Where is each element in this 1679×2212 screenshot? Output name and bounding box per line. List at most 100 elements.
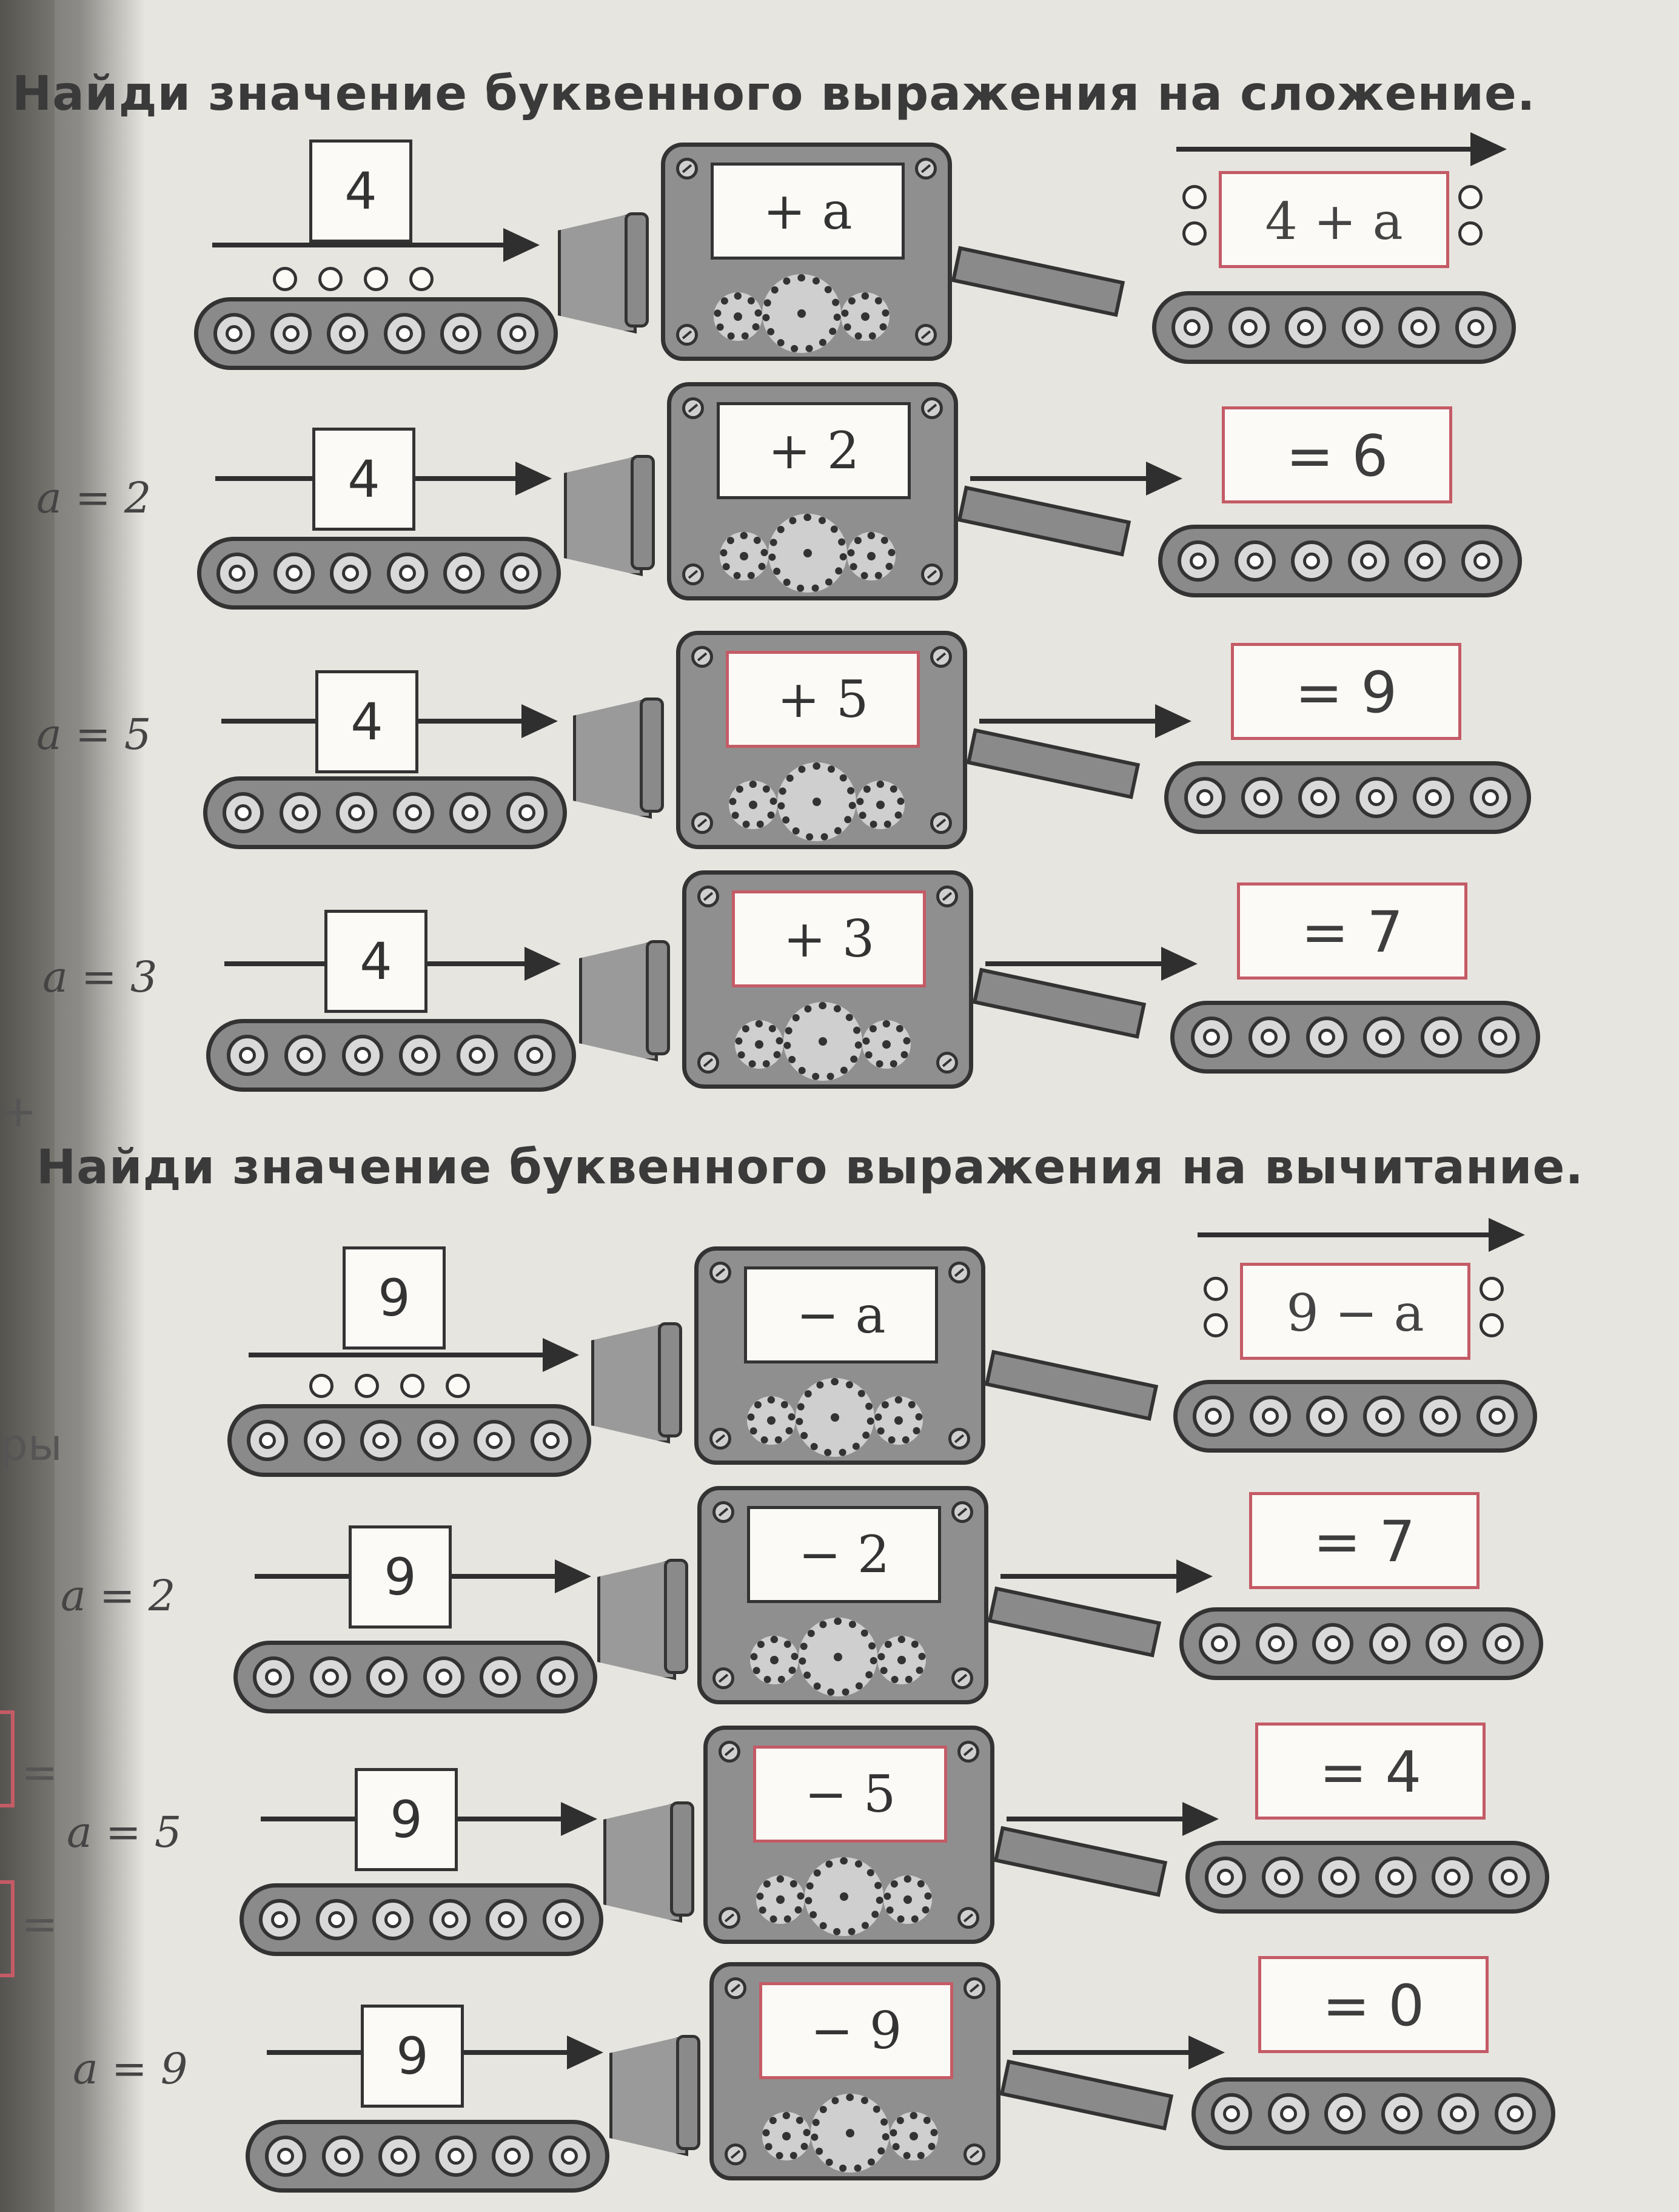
conveyor-arrow-head xyxy=(567,2036,603,2069)
gear-icon xyxy=(777,762,856,841)
wheel xyxy=(440,313,482,354)
wheel xyxy=(1461,540,1503,582)
dot xyxy=(1182,221,1207,246)
output-arrow xyxy=(1007,1817,1188,1821)
dot xyxy=(1480,1277,1504,1301)
output-chute xyxy=(957,485,1131,557)
output-chute xyxy=(984,1350,1159,1421)
wheel xyxy=(1398,307,1440,348)
calculation-machine: − 9 xyxy=(709,1962,1000,2180)
screw xyxy=(930,646,952,668)
machine-pipe xyxy=(646,940,670,1055)
exercise-row: a = 2 4 + 2 = 6 xyxy=(0,376,1679,619)
wheel xyxy=(548,2136,590,2177)
exercise-row: a = 5 9 − 5 = 4 xyxy=(0,1710,1679,1956)
wheel xyxy=(226,1035,268,1076)
output-arrow-head xyxy=(1188,2036,1225,2069)
wheel xyxy=(1178,540,1219,582)
wheel xyxy=(1205,1857,1247,1898)
wheel xyxy=(1306,1396,1348,1437)
operation-box: − 2 xyxy=(747,1506,941,1603)
screw xyxy=(691,812,713,834)
conveyor-arrow-head xyxy=(515,462,552,496)
conveyor-track xyxy=(1164,761,1531,834)
answer-box: = 7 xyxy=(1237,882,1467,980)
input-box: 9 xyxy=(343,1246,446,1350)
wheel xyxy=(265,2136,307,2177)
margin-mark-equals: = xyxy=(21,1747,58,1798)
conveyor-arrow xyxy=(212,243,503,247)
wheel xyxy=(1494,2093,1536,2134)
wheel xyxy=(1355,777,1397,818)
wheel xyxy=(383,313,425,354)
operation-box: + 5 xyxy=(726,651,920,748)
screw xyxy=(936,1052,958,1074)
wheel xyxy=(216,553,258,594)
conveyor-track xyxy=(197,537,561,610)
output-expression-box: 4 + a xyxy=(1219,171,1449,268)
conveyor-track xyxy=(1185,1841,1549,1914)
margin-bracket xyxy=(0,1710,15,1807)
margin-mark-ry: ры xyxy=(0,1419,62,1470)
wheel xyxy=(1234,540,1276,582)
screw xyxy=(676,158,698,180)
wheel xyxy=(480,1656,521,1698)
screw xyxy=(915,158,937,180)
wheel xyxy=(1261,1857,1303,1898)
wheel xyxy=(1318,1857,1360,1898)
wheel xyxy=(315,1899,357,1940)
output-arrow-head xyxy=(1470,132,1507,166)
wheel xyxy=(429,1899,471,1940)
wheel xyxy=(247,1420,289,1461)
screw xyxy=(963,2143,985,2165)
dot xyxy=(446,1374,470,1398)
wheel xyxy=(1312,1623,1354,1664)
screw xyxy=(712,1667,734,1689)
screw xyxy=(725,2143,746,2165)
gear-icon xyxy=(883,1875,932,1924)
wheel xyxy=(514,1035,556,1076)
gear-icon xyxy=(768,514,847,593)
wheel xyxy=(360,1420,402,1461)
screw xyxy=(725,1977,746,1999)
wheel xyxy=(449,792,491,833)
wheel xyxy=(1482,1623,1524,1664)
wheel xyxy=(1438,2093,1480,2134)
operation-box: + 3 xyxy=(732,890,926,987)
conveyor-track xyxy=(206,1019,576,1092)
dot xyxy=(318,267,343,291)
conveyor-track xyxy=(227,1404,591,1477)
variable-value-label: a = 3 xyxy=(42,952,158,1002)
conveyor-track xyxy=(1191,2077,1555,2150)
gear-icon xyxy=(799,1618,877,1696)
conveyor-track xyxy=(1179,1607,1543,1680)
wheel xyxy=(309,1656,351,1698)
screw xyxy=(915,324,937,346)
margin-mark-equals: = xyxy=(21,1898,58,1949)
variable-value-label: a = 2 xyxy=(36,473,152,523)
screw xyxy=(712,1501,734,1523)
wheel xyxy=(474,1420,515,1461)
machine-funnel xyxy=(591,1322,670,1444)
screw xyxy=(697,886,719,907)
wheel xyxy=(1404,540,1446,582)
exercise-row: a = 9 9 − 9 = 0 xyxy=(0,1947,1679,2193)
output-chute xyxy=(966,728,1141,799)
screw xyxy=(921,563,943,585)
wheel xyxy=(270,313,312,354)
machine-pipe xyxy=(664,1559,688,1674)
dot xyxy=(1480,1313,1504,1337)
dot xyxy=(1204,1277,1228,1301)
output-arrow xyxy=(1176,147,1473,152)
wheel xyxy=(1478,1017,1520,1058)
exercise-row: a = 5 4 + 5 = 9 xyxy=(0,613,1679,855)
screw xyxy=(676,324,698,346)
dot xyxy=(364,267,388,291)
section-heading-addition: Найди значение буквенного выражения на с… xyxy=(12,67,1536,121)
wheel xyxy=(213,313,255,354)
output-chute xyxy=(993,1826,1168,1897)
output-arrow xyxy=(979,719,1161,724)
conveyor-arrow xyxy=(249,1353,546,1357)
screw xyxy=(957,1907,979,1929)
conveyor-track xyxy=(1152,291,1516,364)
